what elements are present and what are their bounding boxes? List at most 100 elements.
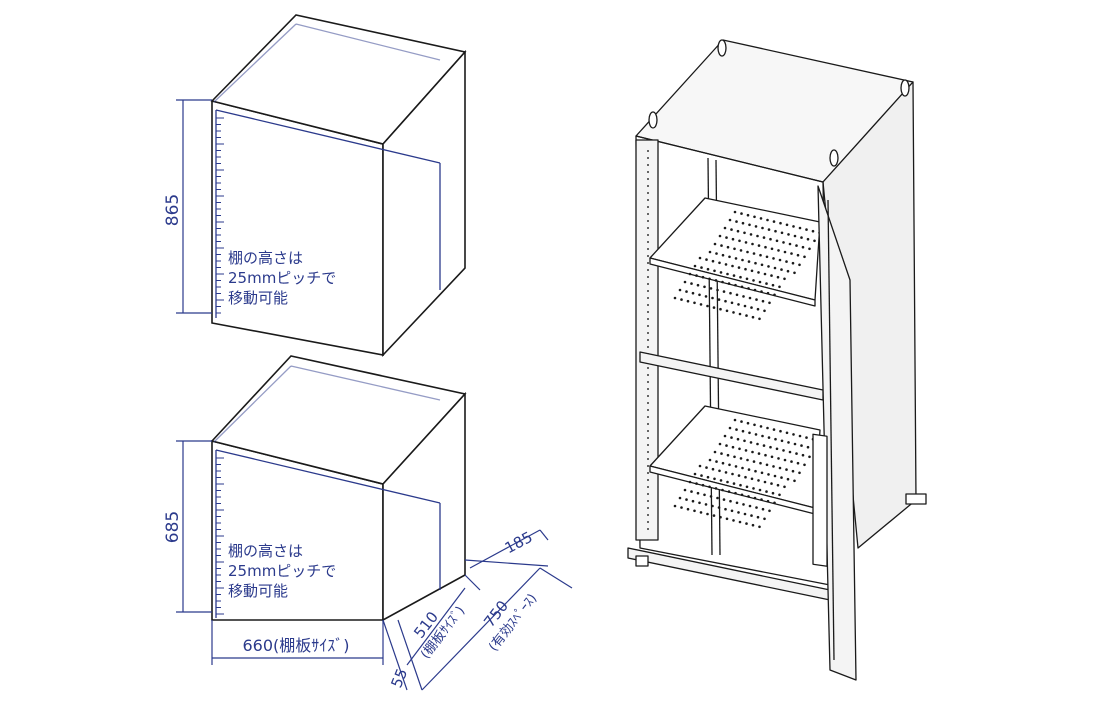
- vent-hole: [801, 453, 805, 457]
- vent-hole: [772, 257, 775, 260]
- vent-hole: [704, 295, 708, 298]
- vent-hole: [739, 249, 743, 252]
- vent-hole: [779, 429, 782, 433]
- vent-hole: [741, 429, 745, 433]
- vent-hole: [793, 442, 797, 446]
- vent-hole: [757, 244, 761, 247]
- vent-hole: [698, 501, 701, 505]
- vent-hole: [776, 483, 780, 487]
- vent-hole: [770, 247, 774, 251]
- vent-hole: [751, 315, 755, 319]
- vent-hole: [792, 225, 795, 228]
- vent-hole: [752, 460, 756, 463]
- vent-hole: [704, 503, 708, 506]
- vent-hole: [723, 434, 727, 438]
- lower-note-line-2: 25mmピッチで: [228, 562, 336, 580]
- vent-hole: [768, 301, 771, 305]
- vent-hole: [743, 512, 747, 516]
- vent-hole: [713, 242, 717, 246]
- rack-lower-shelf-vents: [673, 418, 821, 529]
- vent-hole: [783, 485, 786, 489]
- vent-hole: [705, 258, 708, 261]
- vent-hole: [780, 439, 784, 443]
- vent-hole: [765, 463, 769, 467]
- vent-hole: [724, 507, 727, 511]
- vent-hole: [720, 452, 723, 455]
- vent-hole: [746, 213, 750, 217]
- vent-hole: [746, 458, 749, 462]
- vent-hole: [737, 511, 740, 514]
- vent-hole: [756, 307, 760, 311]
- vent-hole: [774, 437, 777, 441]
- vent-hole: [708, 485, 711, 489]
- vent-hole: [701, 483, 705, 487]
- vent-hole: [742, 503, 745, 506]
- vent-hole: [738, 312, 742, 316]
- vent-hole: [796, 253, 800, 257]
- vent-hole: [745, 522, 748, 525]
- vent-hole: [798, 471, 801, 475]
- vent-hole: [795, 452, 798, 455]
- vent-hole: [753, 215, 756, 219]
- vent-hole: [730, 228, 733, 231]
- vent-hole: [796, 461, 800, 465]
- vent-hole: [731, 237, 735, 241]
- vent-hole: [734, 257, 738, 260]
- vent-hole: [750, 306, 753, 309]
- vent-hole: [759, 217, 763, 220]
- vent-hole: [773, 501, 776, 505]
- vent-hole: [750, 269, 754, 273]
- vent-hole: [793, 479, 796, 483]
- upper-space-guides: [213, 23, 441, 318]
- vent-hole: [772, 428, 776, 431]
- vent-hole: [765, 255, 769, 259]
- vent-hole: [766, 499, 770, 503]
- vent-hole: [721, 488, 724, 492]
- vent-hole: [732, 482, 736, 485]
- vent-hole: [753, 288, 757, 292]
- vent-hole: [736, 437, 740, 441]
- vent-hole: [780, 268, 783, 271]
- vent-hole: [740, 420, 743, 423]
- vent-hole: [760, 290, 763, 293]
- upper-height-label: 865: [163, 194, 183, 226]
- vent-hole: [751, 523, 755, 527]
- vent-hole: [739, 275, 742, 279]
- vent-hole: [731, 264, 734, 268]
- width-label: 660(棚板ｻｲｽﾞ): [242, 636, 349, 655]
- vent-hole: [778, 466, 782, 470]
- vent-hole: [808, 455, 811, 459]
- vent-hole: [773, 266, 777, 270]
- vent-hole: [733, 210, 737, 214]
- vent-hole: [706, 512, 709, 516]
- vent-hole: [673, 504, 677, 508]
- vent-hole: [762, 236, 766, 239]
- vent-hole: [766, 218, 769, 222]
- vent-hole: [737, 474, 741, 477]
- vent-hole: [747, 260, 751, 263]
- vent-hole: [782, 449, 785, 452]
- vent-hole: [744, 475, 747, 479]
- vent-hole: [715, 460, 718, 463]
- vent-hole: [775, 239, 779, 243]
- rack-lifting-eye-3: [900, 79, 910, 97]
- vent-hole: [734, 491, 737, 495]
- vent-hole: [787, 233, 790, 236]
- vent-hole: [744, 449, 748, 452]
- vent-hole: [771, 283, 775, 287]
- vent-hole: [745, 277, 749, 281]
- vent-hole: [715, 252, 718, 255]
- vent-hole: [759, 253, 762, 257]
- vent-hole: [685, 498, 688, 501]
- vent-hole: [746, 421, 750, 425]
- vent-hole: [731, 472, 734, 476]
- vent-hole: [717, 298, 721, 301]
- upper-space-box: [210, 14, 467, 358]
- vent-hole: [720, 244, 723, 247]
- vent-hole: [719, 307, 722, 311]
- rack-lifting-eye-1: [717, 39, 727, 57]
- vent-hole: [741, 258, 744, 262]
- vent-hole: [725, 309, 729, 313]
- vent-hole: [699, 303, 703, 306]
